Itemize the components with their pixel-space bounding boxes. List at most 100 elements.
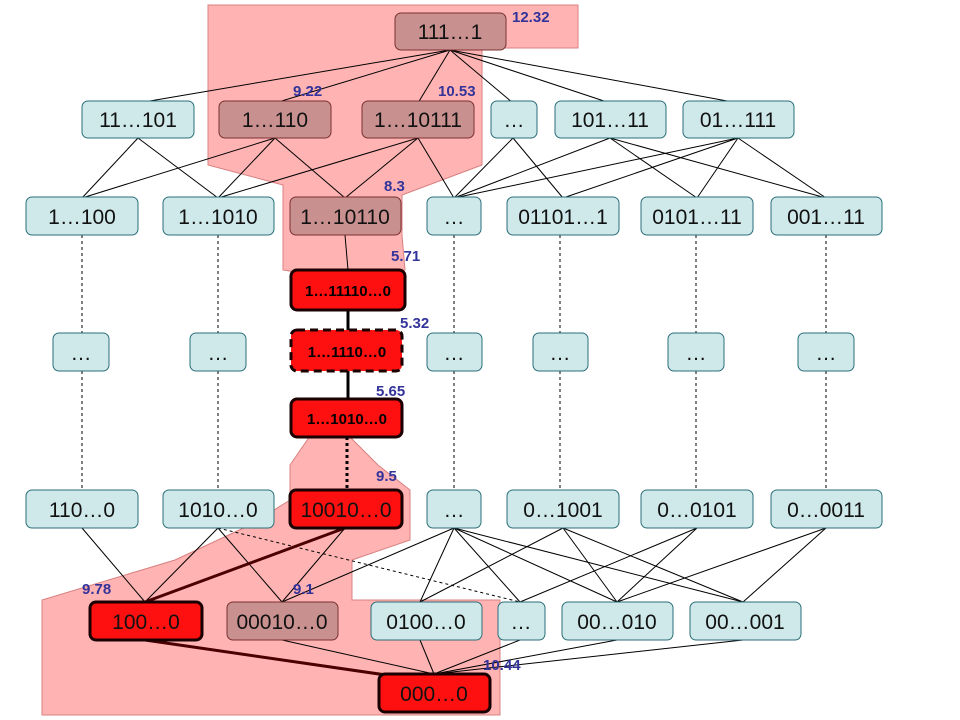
edge	[453, 527, 618, 603]
svg-text:01101…1: 01101…1	[518, 206, 608, 229]
edge	[419, 527, 564, 603]
svg-text:…: …	[504, 109, 525, 132]
edge	[453, 527, 744, 603]
node[interactable]: 1…1010	[162, 196, 275, 236]
score-labels: 12.32 9.22 10.53 8.3 5.71 5.32 5.65 9.5 …	[82, 9, 550, 674]
edge	[344, 234, 349, 271]
node[interactable]: 0101…11	[640, 196, 754, 236]
score-label: 5.65	[376, 383, 405, 400]
edge	[417, 49, 451, 104]
node[interactable]: …	[490, 100, 538, 139]
edge	[449, 49, 514, 104]
edge	[519, 527, 698, 603]
node[interactable]: 01101…1	[506, 196, 620, 236]
edge	[137, 49, 451, 104]
score-label: 10.53	[438, 83, 476, 100]
node[interactable]: 01…111	[682, 100, 795, 139]
score-label: 12.32	[512, 9, 550, 26]
svg-text:1…10110: 1…10110	[300, 206, 390, 229]
node-bottom[interactable]: 000…0	[377, 672, 492, 714]
node[interactable]: 0100…0	[370, 601, 483, 641]
node[interactable]: 00…001	[689, 601, 802, 641]
svg-text:00…001: 00…001	[705, 611, 784, 634]
edge	[449, 49, 739, 104]
upper-shaded-region	[207, 4, 579, 283]
edge	[281, 639, 435, 675]
node[interactable]: 001…11	[770, 196, 883, 236]
node-path-b[interactable]: 1…1110…0	[289, 328, 404, 373]
node[interactable]: 0…0011	[770, 489, 883, 529]
node[interactable]: …	[667, 332, 725, 372]
node[interactable]: 110…0	[25, 489, 139, 529]
svg-text:111…1: 111…1	[418, 21, 483, 44]
svg-text:1…10111: 1…10111	[374, 109, 462, 132]
edge	[217, 527, 283, 603]
edge	[274, 49, 451, 104]
edge	[81, 137, 139, 199]
edge	[737, 137, 827, 199]
edge	[562, 137, 739, 199]
svg-text:1…1110…0: 1…1110…0	[308, 344, 386, 361]
svg-text:00…010: 00…010	[577, 611, 656, 634]
node[interactable]: 101…11	[554, 100, 667, 139]
node[interactable]: …	[426, 332, 483, 372]
edge	[433, 639, 744, 675]
svg-text:0…0011: 0…0011	[787, 499, 865, 522]
edge	[609, 137, 698, 199]
node[interactable]: …	[426, 196, 482, 236]
edge	[433, 639, 521, 675]
node[interactable]: 0…0101	[640, 489, 754, 529]
score-label: 9.5	[376, 468, 397, 485]
svg-text:…: …	[208, 342, 229, 365]
edge	[453, 137, 739, 199]
svg-text:1…1010…0: 1…1010…0	[307, 411, 387, 428]
edge	[449, 49, 611, 104]
edge	[453, 527, 521, 603]
node[interactable]: 1…10110	[289, 196, 402, 236]
node[interactable]: 100…0	[88, 600, 204, 642]
edge	[616, 527, 827, 603]
svg-text:…: …	[71, 342, 92, 365]
edge	[453, 137, 611, 199]
edge	[144, 527, 219, 603]
svg-text:1…11110…0: 1…11110…0	[305, 283, 391, 300]
node[interactable]: 11…101	[81, 100, 195, 139]
node[interactable]: 1010…0	[162, 489, 275, 529]
node[interactable]: 00010…0	[226, 601, 339, 641]
node[interactable]: 1…110	[218, 100, 332, 139]
node[interactable]: …	[426, 489, 482, 529]
svg-text:001…11: 001…11	[787, 206, 865, 229]
edge	[419, 527, 455, 603]
score-label: 9.78	[82, 581, 111, 598]
node[interactable]: 1…10111	[361, 100, 475, 139]
node[interactable]: 0…1001	[506, 489, 620, 529]
edge	[616, 527, 698, 603]
node[interactable]: …	[52, 332, 110, 372]
node[interactable]: …	[189, 332, 247, 372]
svg-text:1010…0: 1010…0	[178, 499, 257, 522]
svg-text:1…110: 1…110	[242, 109, 308, 132]
node[interactable]: …	[497, 601, 546, 641]
node-path-a[interactable]: 1…11110…0	[289, 268, 407, 312]
edge	[281, 527, 455, 603]
svg-text:…: …	[686, 342, 707, 365]
node[interactable]: 00…010	[561, 601, 674, 641]
edge	[453, 137, 514, 199]
node[interactable]: 1…100	[25, 196, 139, 236]
edge	[274, 137, 346, 199]
edge	[562, 527, 744, 603]
score-label: 9.22	[293, 83, 322, 100]
path-edge	[144, 526, 346, 604]
edge	[81, 527, 146, 603]
node[interactable]: …	[532, 332, 589, 372]
node[interactable]: 10010…0	[288, 488, 404, 530]
svg-text:100…0: 100…0	[112, 611, 180, 634]
node-top[interactable]: 111…1	[394, 12, 507, 51]
node-path-c[interactable]: 1…1010…0	[289, 397, 404, 439]
edge	[344, 137, 419, 199]
svg-text:10010…0: 10010…0	[300, 499, 391, 522]
node[interactable]: …	[797, 332, 855, 372]
dashed-edge	[217, 527, 521, 603]
edge	[81, 137, 276, 199]
